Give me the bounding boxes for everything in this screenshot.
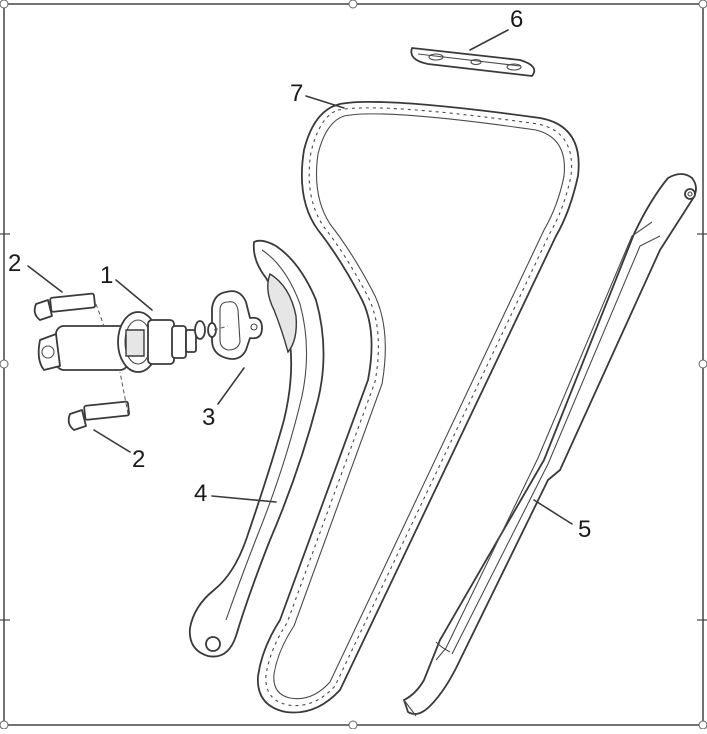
callout-1: 1 bbox=[100, 262, 114, 289]
callout-6: 6 bbox=[510, 6, 524, 33]
part-1-tensioner-assembly bbox=[37, 311, 217, 373]
callout-5: 5 bbox=[578, 516, 592, 543]
part-5-chain-guide-rail bbox=[403, 173, 697, 717]
part-6-chain-guide-plate bbox=[410, 47, 536, 77]
leader-lines bbox=[27, 29, 573, 525]
part-4-tensioner-guide bbox=[188, 239, 325, 658]
callout-2-upper: 2 bbox=[8, 250, 22, 277]
part-3-gasket bbox=[211, 290, 263, 360]
assembly-alignment-lines bbox=[95, 303, 229, 415]
crop-marks bbox=[0, 233, 707, 621]
callout-2-lower: 2 bbox=[132, 446, 146, 473]
callout-7: 7 bbox=[290, 80, 304, 107]
callout-4: 4 bbox=[194, 480, 208, 507]
part-7-timing-chain bbox=[257, 100, 580, 714]
callout-3: 3 bbox=[202, 404, 216, 431]
part-2-upper-bolt bbox=[33, 292, 96, 321]
part-2-lower-bolt bbox=[67, 400, 130, 431]
